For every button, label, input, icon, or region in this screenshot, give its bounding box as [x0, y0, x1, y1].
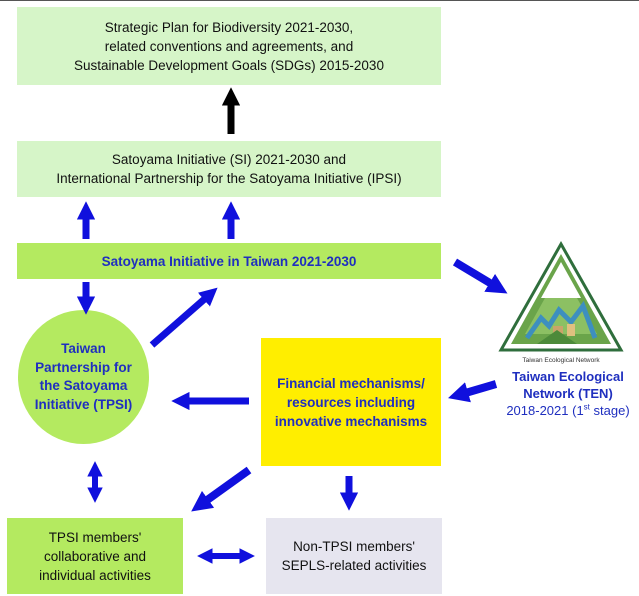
ten-line-1: Taiwan Ecological [512, 369, 624, 384]
ten-stage-text: stage) [589, 403, 630, 418]
satoyama-initiative-box: Satoyama Initiative (SI) 2021-2030 and I… [17, 141, 441, 197]
tpsi-circle: Taiwan Partnership for the Satoyama Init… [18, 310, 149, 444]
strategic-line-1: Strategic Plan for Biodiversity 2021-203… [104, 19, 354, 35]
ten-label: Taiwan Ecological Network (TEN) 2018-202… [497, 368, 639, 419]
satoyama-taiwan-band: Satoyama Initiative in Taiwan 2021-2030 [17, 243, 441, 279]
ten-line-2: Network (TEN) [523, 386, 613, 401]
arrow-taiwan-to-ten [452, 258, 508, 294]
ten-logo-caption: Taiwan Ecological Network [522, 357, 600, 364]
nontpsi-line-1: Non-TPSI members' [293, 539, 415, 554]
si-line-2: International Partnership for the Satoya… [56, 171, 402, 186]
top-border [0, 0, 639, 1]
strategic-line-2: related conventions and agreements, and [104, 38, 354, 54]
nontpsi-line-2: SEPLS-related activities [281, 558, 427, 573]
financial-line-3: innovative mechanisms [274, 413, 428, 429]
financial-line-1: Financial mechanisms/ [277, 375, 425, 391]
ten-group: Taiwan Ecological Network Taiwan Ecologi… [497, 240, 639, 440]
tpsi-line-3: the Satoyama [39, 378, 128, 393]
satoyama-taiwan-label: Satoyama Initiative in Taiwan 2021-2030 [101, 253, 357, 269]
strategic-plan-box: Strategic Plan for Biodiversity 2021-203… [17, 7, 441, 85]
arrow-tpsi-to-taiwan [149, 287, 218, 348]
tpsi-members-box: TPSI members' collaborative and individu… [7, 518, 183, 594]
ten-years: 2018-2021 (1st stage) [497, 402, 639, 419]
tpsi-line-4: Initiative (TPSI) [34, 396, 133, 412]
members-line-3: individual activities [39, 567, 151, 583]
financial-line-2: resources including [286, 394, 416, 410]
members-line-2: collaborative and [43, 548, 147, 564]
tpsi-line-1: Taiwan [61, 341, 106, 356]
ten-years-text: 2018-2021 (1 [506, 403, 584, 418]
tpsi-line-2: Partnership for [35, 359, 132, 375]
non-tpsi-members-box: Non-TPSI members' SEPLS-related activiti… [266, 518, 442, 594]
arrow-financial-to-members [191, 466, 252, 512]
mountain-logo-icon [498, 240, 624, 352]
strategic-line-3: Sustainable Development Goals (SDGs) 201… [74, 57, 384, 73]
si-line-1: Satoyama Initiative (SI) 2021-2030 and [111, 152, 347, 167]
arrow-ten-to-financial [448, 380, 498, 403]
financial-mechanisms-box: Financial mechanisms/ resources includin… [261, 338, 441, 466]
ten-years-sup: st [583, 402, 590, 412]
members-line-1: TPSI members' [48, 529, 142, 545]
